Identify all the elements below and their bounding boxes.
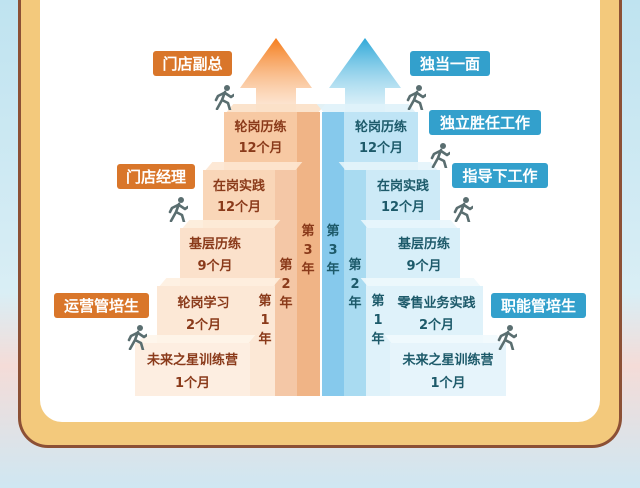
left-year2-column: [275, 170, 297, 396]
tag-guided-work: 指导下工作: [452, 163, 548, 188]
tag-operations-trainee: 运营管培生: [54, 293, 149, 318]
left-step-5-duration: 12个月: [238, 141, 283, 156]
running-person-icon: [497, 324, 517, 350]
left-step-3-duration: 9个月: [197, 259, 233, 274]
right-step-5-title: 轮岗历练: [354, 120, 407, 135]
right-step-2-duration: 2个月: [418, 318, 455, 333]
running-person-icon: [430, 142, 450, 168]
tag-store-deputy: 门店副总: [153, 51, 232, 76]
right-step-4-duration: 12个月: [380, 200, 426, 215]
right-step-5-duration: 12个月: [358, 141, 404, 156]
orange-arrow-icon: [240, 38, 312, 124]
right-year3-column: [322, 112, 344, 396]
right-step-4-title: 在岗实践: [376, 179, 429, 194]
right-year2-column: [344, 170, 366, 396]
right-step-1: [384, 335, 506, 396]
right-step-2-title: 零售业务实践: [397, 296, 476, 311]
up-arrow-icon: [240, 38, 401, 124]
right-step-1-title: 未来之星训练营: [402, 353, 494, 368]
left-step-4-title: 在岗实践: [212, 179, 265, 194]
left-step-1-duration: 1个月: [174, 376, 211, 391]
left-step-4-duration: 12个月: [216, 200, 262, 215]
blue-arrow-icon: [329, 38, 401, 124]
running-person-icon: [406, 84, 426, 110]
tag-functional-trainee: 职能管培生: [491, 293, 586, 318]
right-step-1-duration: 1个月: [430, 376, 466, 391]
left-year3-column: [297, 112, 320, 396]
left-step-1-title: 未来之星训练营: [146, 353, 238, 368]
content-panel: [40, 0, 600, 422]
tag-store-manager: 门店经理: [117, 164, 195, 189]
running-person-icon: [168, 196, 188, 222]
left-step-3-title: 基层历练: [188, 237, 241, 252]
running-person-icon: [127, 324, 147, 350]
right-step-3-title: 基层历练: [397, 237, 450, 252]
left-step-5-title: 轮岗历练: [234, 120, 287, 135]
right-step-3-duration: 9个月: [406, 259, 442, 274]
tag-competent-work: 独立胜任工作: [429, 110, 541, 135]
left-step-2-duration: 2个月: [185, 318, 222, 333]
tag-independent: 独当一面: [410, 51, 490, 76]
running-person-icon: [453, 196, 473, 222]
running-person-icon: [214, 84, 234, 110]
left-step-2-title: 轮岗学习: [177, 296, 230, 311]
left-step-1: [135, 335, 256, 396]
